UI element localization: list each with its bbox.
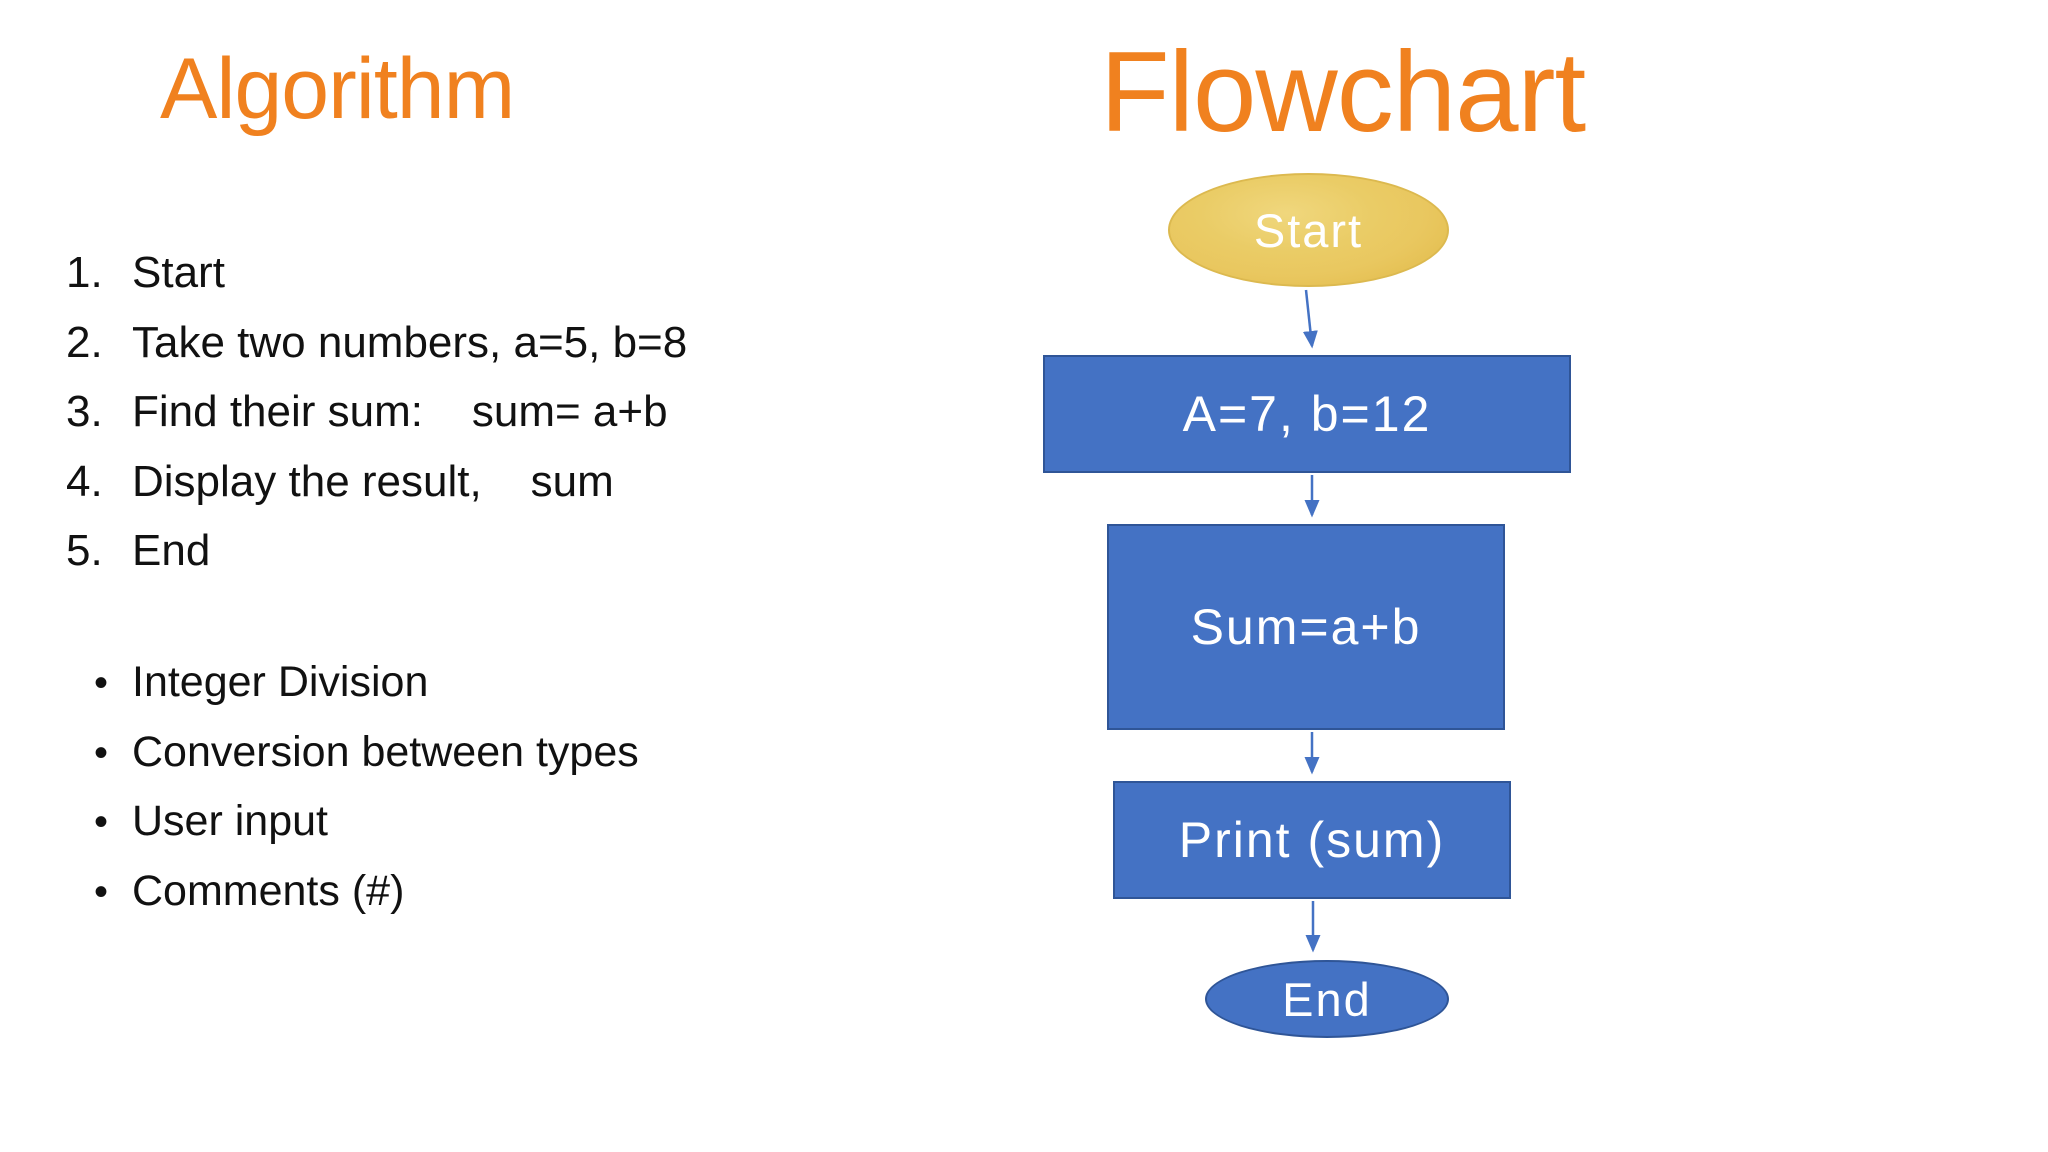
list-item: 4. Display the result, sum	[66, 447, 687, 517]
bullet-icon: •	[94, 661, 109, 705]
list-item-text: Start	[132, 248, 225, 297]
list-item-text: Display the result, sum	[132, 456, 614, 506]
notes-bullet-list: • Integer Division • Conversion between …	[94, 648, 639, 926]
list-item-number: 2.	[66, 317, 103, 367]
bullet-icon: •	[94, 730, 109, 775]
list-item: 2. Take two numbers, a=5, b=8	[66, 308, 687, 378]
bullet-icon: •	[94, 869, 109, 914]
bullet-icon: •	[94, 800, 109, 844]
flowchart-print-node: Print (sum)	[1113, 781, 1511, 899]
node-label: Print (sum)	[1178, 812, 1446, 868]
arrow-start-to-assign	[1302, 289, 1318, 349]
list-item: 5. End	[66, 516, 687, 586]
flowchart-assign-node: A=7, b=12	[1043, 355, 1571, 473]
list-item-text: User input	[132, 797, 328, 845]
list-item-number: 1.	[66, 248, 103, 297]
list-item-text: Conversion between types	[132, 727, 639, 776]
list-item: 3. Find their sum: sum= a+b	[66, 377, 687, 447]
list-item-number: 4.	[66, 456, 103, 506]
list-item-number: 5.	[66, 526, 103, 575]
flowchart-sum-node: Sum=a+b	[1107, 524, 1505, 730]
algorithm-title: Algorithm	[160, 41, 515, 137]
node-label: End	[1282, 972, 1372, 1026]
list-item: 1. Start	[66, 238, 687, 308]
list-item-text: Find their sum: sum= a+b	[132, 387, 668, 436]
flowchart-end-node: End	[1205, 960, 1449, 1038]
list-item-text: End	[132, 526, 211, 575]
list-item-text: Take two numbers, a=5, b=8	[132, 317, 688, 367]
list-item: • Integer Division	[94, 648, 639, 718]
node-label: A=7, b=12	[1182, 386, 1432, 442]
flowchart-start-node: Start	[1168, 173, 1449, 287]
node-label: Sum=a+b	[1190, 599, 1422, 655]
flowchart-title: Flowchart	[1100, 29, 1586, 156]
algorithm-steps-list: 1. Start 2. Take two numbers, a=5, b=8 3…	[66, 238, 687, 586]
node-label: Start	[1253, 203, 1364, 257]
list-item: • Comments (#)	[94, 857, 639, 927]
list-item: • Conversion between types	[94, 718, 639, 788]
list-item-number: 3.	[66, 387, 103, 436]
list-item-text: Comments (#)	[132, 866, 405, 915]
list-item: • User input	[94, 787, 639, 857]
list-item-text: Integer Division	[132, 658, 429, 706]
